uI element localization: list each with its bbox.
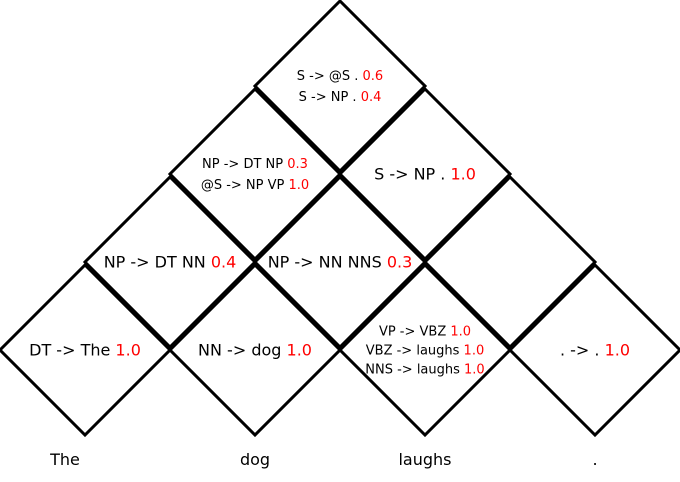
cell-diamond [422,174,598,350]
cell-diamond [167,262,343,438]
grammar-rule: NP -> DT NN 0.4 [104,253,237,272]
cell-diamond [252,174,428,350]
grammar-rule: NP -> DT NP 0.3 [202,157,308,172]
chart-cell-2-3 [422,174,598,350]
grammar-rule: VP -> VBZ 1.0 [379,325,471,340]
cell-diamond [337,86,513,262]
rule-text: DT -> The [29,341,115,360]
rule-text: VBZ -> laughs [366,344,464,359]
grammar-rule: S -> NP . 1.0 [374,165,476,184]
chart-cell-0-0: DT -> The 1.0 [0,262,173,438]
rule-probability: 0.4 [361,90,382,105]
rule-probability: 0.3 [287,157,308,172]
sentence-word: dog [240,450,270,469]
grammar-rule: NNS -> laughs 1.0 [365,363,484,378]
rule-probability: 1.0 [115,341,140,360]
cell-diamond [252,0,428,174]
rule-probability: 1.0 [450,165,475,184]
grammar-rule: @S -> NP VP 1.0 [201,178,309,193]
rule-probability: 0.3 [387,253,412,272]
grammar-rule: . -> . 1.0 [560,341,630,360]
rule-probability: 0.6 [363,69,384,84]
rule-text: NP -> DT NP [202,157,287,172]
rule-probability: 1.0 [288,178,309,193]
sentence-word: The [49,450,80,469]
cell-diamond [167,86,343,262]
rule-probability: 1.0 [450,325,471,340]
grammar-rule: NN -> dog 1.0 [198,341,312,360]
cell-diamond [507,262,680,438]
chart-cell-1-1: NN -> dog 1.0 [167,262,343,438]
rule-probability: 1.0 [287,341,312,360]
grammar-rule: DT -> The 1.0 [29,341,141,360]
rule-text: S -> @S . [297,69,363,84]
chart-cell-1-2: NP -> NN NNS 0.3 [252,174,428,350]
chart-cell-1-3: S -> NP . 1.0 [337,86,513,262]
cell-diamond [0,262,173,438]
rule-text: NP -> NN NNS [268,253,387,272]
chart-cell-0-3: S -> @S . 0.6S -> NP . 0.4 [252,0,428,174]
rule-text: S -> NP . [374,165,450,184]
rule-text: @S -> NP VP [201,178,289,193]
rule-text: S -> NP . [299,90,361,105]
rule-text: NP -> DT NN [104,253,211,272]
cell-diamond [337,262,513,438]
cell-diamond [82,174,258,350]
grammar-rule: NP -> NN NNS 0.3 [268,253,413,272]
rule-probability: 1.0 [464,363,485,378]
grammar-rule: S -> @S . 0.6 [297,69,383,84]
rule-text: VP -> VBZ [379,325,450,340]
grammar-rule: S -> NP . 0.4 [299,90,382,105]
rule-probability: 1.0 [464,344,485,359]
sentence-word: laughs [398,450,451,469]
rule-text: NNS -> laughs [365,363,464,378]
chart-cell-0-1: NP -> DT NN 0.4 [82,174,258,350]
sentence-words: The dog laughs. [49,450,597,469]
rule-probability: 0.4 [211,253,236,272]
chart-cell-0-2: NP -> DT NP 0.3 @S -> NP VP 1.0 [167,86,343,262]
rule-probability: 1.0 [605,341,630,360]
rule-text: NN -> dog [198,341,286,360]
sentence-word: . [592,450,597,469]
grammar-rule: VBZ -> laughs 1.0 [366,344,484,359]
rule-text: . -> . [560,341,605,360]
chart-cell-3-3: . -> . 1.0 [507,262,680,438]
